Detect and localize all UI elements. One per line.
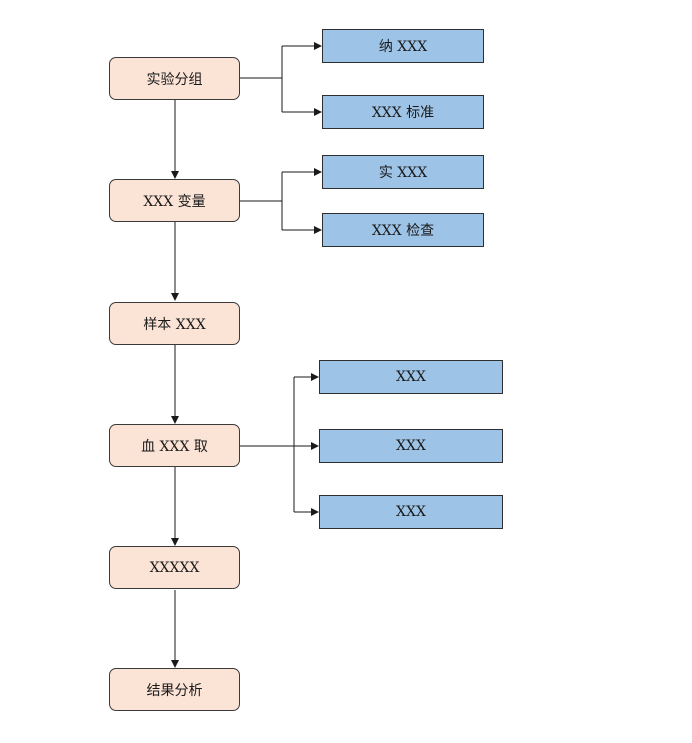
step2-child-1: 实 XXX xyxy=(322,155,484,189)
step4-child-2: XXX xyxy=(319,429,503,463)
step-node-1: 实验分组 xyxy=(109,57,240,100)
step1-child-2: XXX 标准 xyxy=(322,95,484,129)
step-node-2: XXX 变量 xyxy=(109,179,240,222)
step1-child-1: 纳 XXX xyxy=(322,29,484,63)
step-node-5: XXXXX xyxy=(109,546,240,589)
step2-child-2: XXX 检查 xyxy=(322,213,484,247)
step4-child-1: XXX xyxy=(319,360,503,394)
step-node-3: 样本 XXX xyxy=(109,302,240,345)
step4-child-3: XXX xyxy=(319,495,503,529)
step-node-6: 结果分析 xyxy=(109,668,240,711)
step-node-4: 血 XXX 取 xyxy=(109,424,240,467)
